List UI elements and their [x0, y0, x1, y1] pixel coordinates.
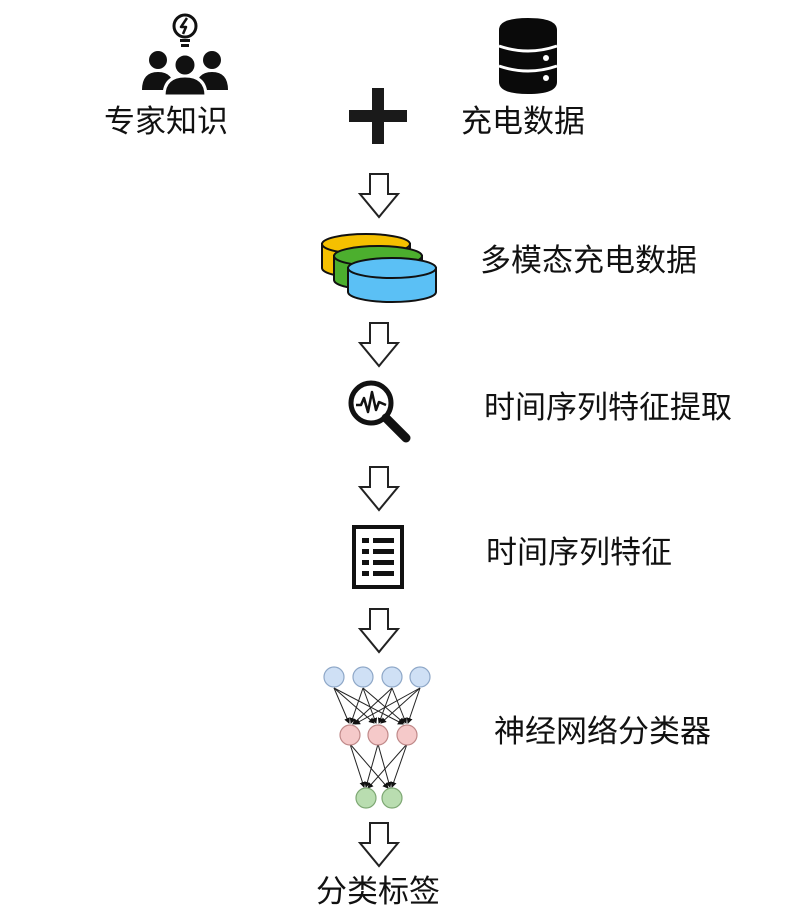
flow-arrow-5 [357, 822, 401, 868]
expert-knowledge-icon [140, 10, 230, 98]
expert-knowledge-label: 专家知识 [104, 104, 228, 140]
step-label-features: 时间序列特征 [486, 535, 672, 571]
database-layers-icon [320, 232, 438, 304]
output-label: 分类标签 [316, 874, 440, 910]
flow-arrow-2 [357, 322, 401, 368]
plus-icon [349, 88, 407, 144]
server-database-icon [497, 18, 559, 94]
step-label-feature-extraction: 时间序列特征提取 [484, 390, 732, 426]
feature-list-icon [352, 525, 404, 589]
flow-arrow-3 [357, 466, 401, 512]
flow-arrow-1 [357, 173, 401, 219]
flow-arrow-4 [357, 608, 401, 654]
neural-network-icon [318, 664, 436, 812]
step-label-classifier: 神经网络分类器 [494, 714, 711, 750]
charging-data-label: 充电数据 [461, 104, 585, 140]
step-label-multimodal-data: 多模态充电数据 [480, 243, 697, 279]
magnify-waveform-icon [346, 378, 412, 444]
